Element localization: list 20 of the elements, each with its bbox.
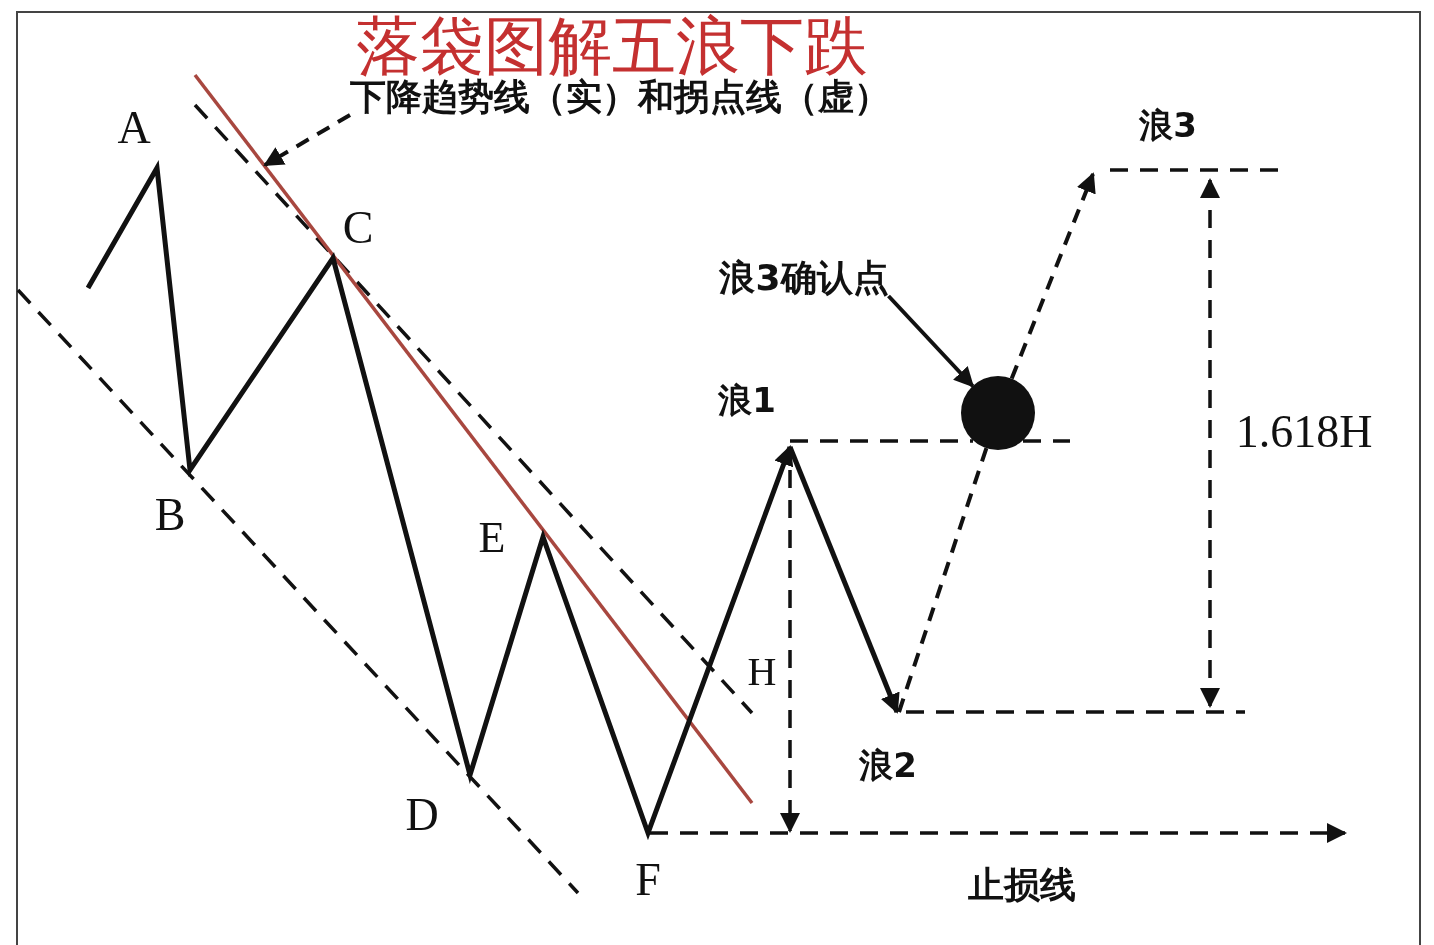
chart-title: 落袋图解五浪下跌	[356, 14, 868, 78]
point-label: B	[154, 492, 186, 538]
dimension-label: 1.618H	[1235, 409, 1373, 455]
projection-arrow	[1009, 172, 1096, 380]
callout-text: 浪3确认点	[719, 260, 889, 296]
point-label: D	[405, 792, 439, 838]
point-label: E	[478, 516, 506, 560]
callout-text: 下降趋势线（实）和拐点线（虚）	[350, 79, 890, 115]
confirmation-dot	[961, 376, 1035, 450]
wave-label: 浪3	[1139, 108, 1197, 142]
leader-arrow	[887, 294, 975, 388]
point-label: A	[117, 105, 151, 151]
leader-arrow	[263, 113, 351, 167]
wave-label: 浪2	[859, 748, 917, 782]
dimension-label: H	[747, 652, 777, 692]
line-label: 止损线	[968, 867, 1076, 903]
projection-path	[897, 447, 989, 713]
point-label: C	[342, 205, 374, 251]
wave-label: 浪1	[718, 383, 776, 417]
point-label: F	[635, 857, 661, 903]
